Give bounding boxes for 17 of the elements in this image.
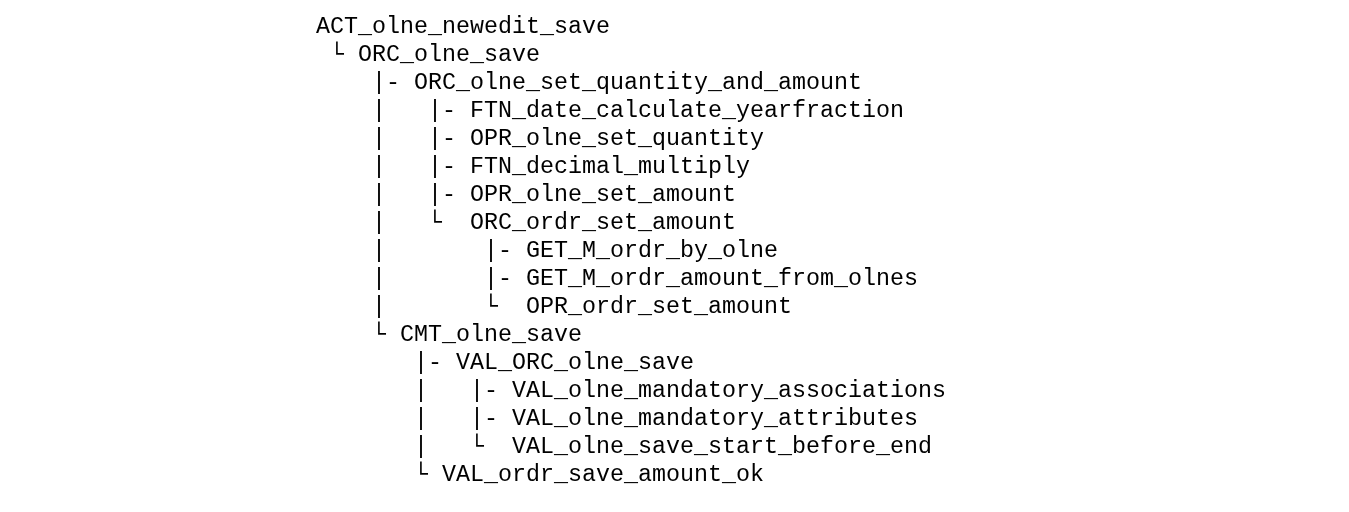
- call-tree-line: |- ORC_olne_set_quantity_and_amount: [372, 69, 862, 97]
- call-tree-line: | |- OPR_olne_set_amount: [372, 181, 736, 209]
- call-tree-line: | └ OPR_ordr_set_amount: [372, 293, 792, 321]
- call-tree-line: | └ ORC_ordr_set_amount: [372, 209, 736, 237]
- call-tree-line: | |- FTN_decimal_multiply: [372, 153, 750, 181]
- call-tree-line: |- VAL_ORC_olne_save: [414, 349, 694, 377]
- call-tree-line: ACT_olne_newedit_save: [316, 13, 610, 41]
- call-tree-line: | └ VAL_olne_save_start_before_end: [414, 433, 932, 461]
- call-tree-line: | |- FTN_date_calculate_yearfraction: [372, 97, 904, 125]
- call-tree-line: | |- GET_M_ordr_amount_from_olnes: [372, 265, 918, 293]
- call-tree-line: | |- GET_M_ordr_by_olne: [372, 237, 778, 265]
- call-tree-line: | |- VAL_olne_mandatory_associations: [414, 377, 946, 405]
- call-tree-line: | |- OPR_olne_set_quantity: [372, 125, 764, 153]
- call-tree-line: └ ORC_olne_save: [330, 41, 540, 69]
- call-tree-line: └ CMT_olne_save: [372, 321, 582, 349]
- call-tree-line: └ VAL_ordr_save_amount_ok: [414, 461, 764, 489]
- call-tree-line: | |- VAL_olne_mandatory_attributes: [414, 405, 918, 433]
